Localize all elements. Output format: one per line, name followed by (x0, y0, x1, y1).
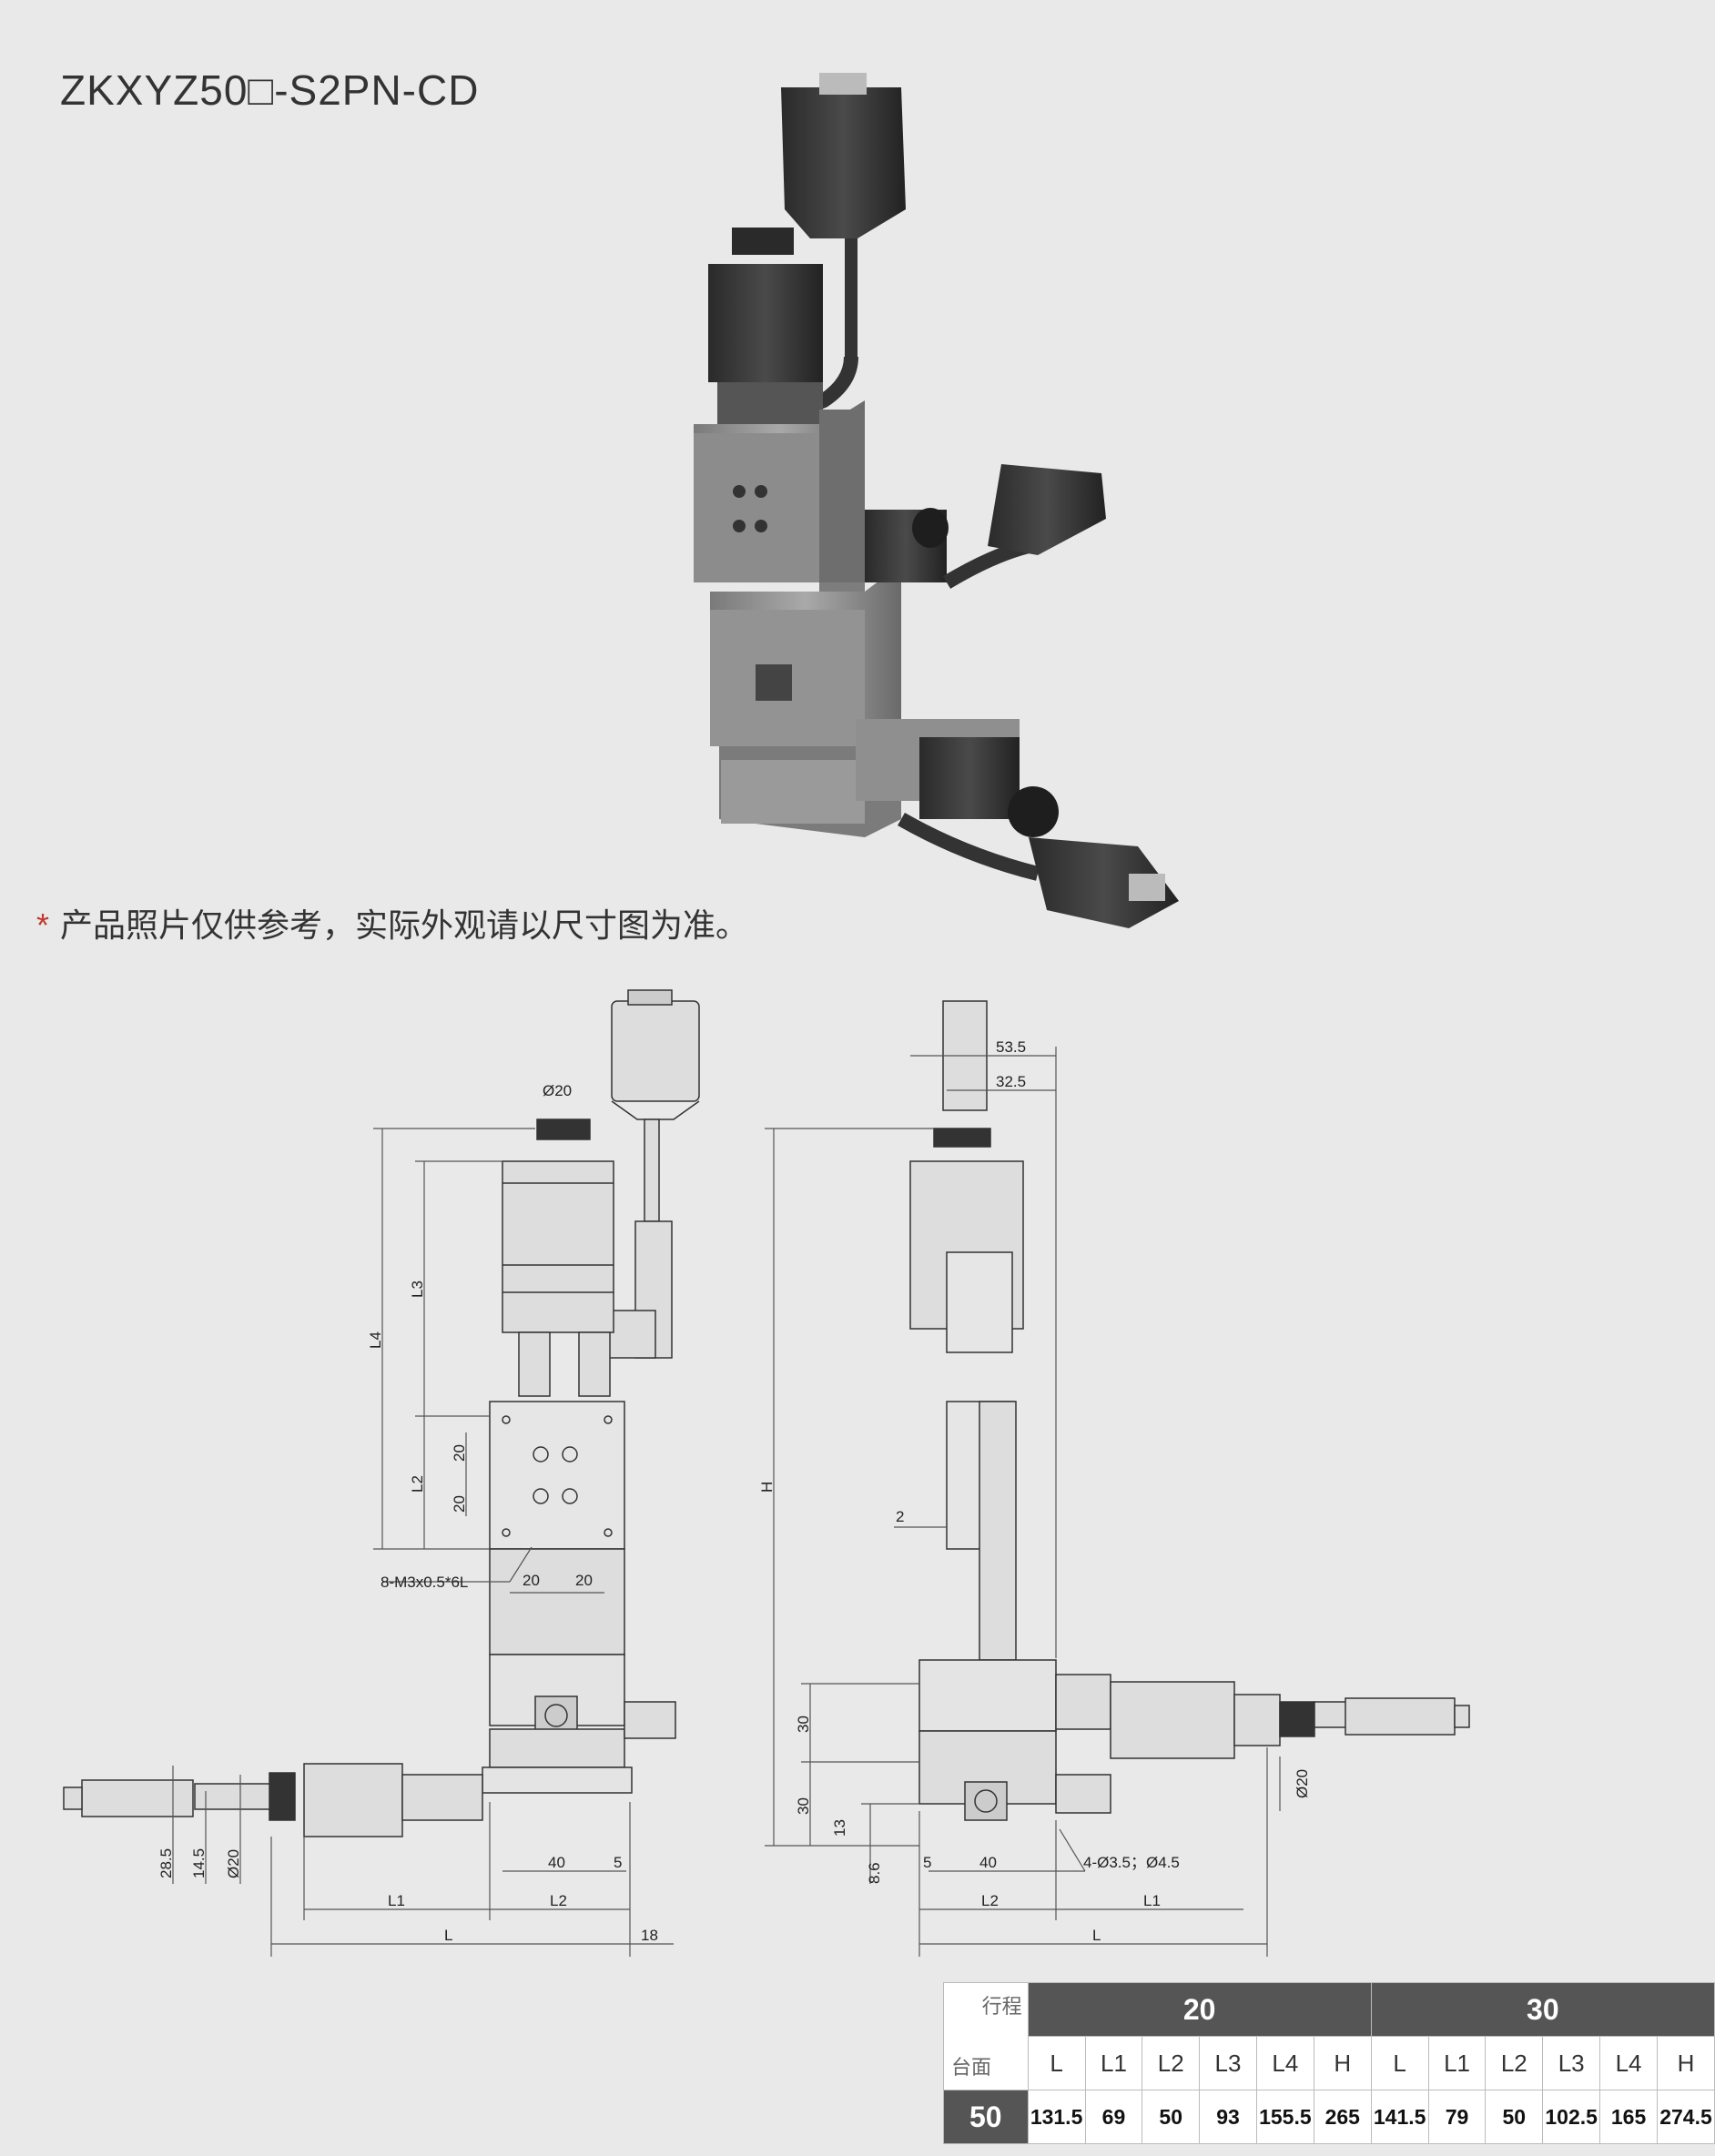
photo-disclaimer: *产品照片仅供参考，实际外观请以尺寸图为准。 (36, 906, 749, 944)
spec-cell: 165 (1599, 2090, 1658, 2144)
dim-front-L2: L2 (409, 1475, 426, 1493)
dim-side-dia20: Ø20 (1294, 1769, 1311, 1798)
spec-table: 行程 台面 20 30 L L1 L2 L3 L4 H L L1 L2 L3 L… (943, 1982, 1715, 2144)
dim-side-30b: 30 (795, 1797, 812, 1815)
dim-side-L: L (1092, 1927, 1101, 1944)
spec-cell: 155.5 (1255, 2090, 1314, 2144)
spec-cell: 131.5 (1027, 2090, 1086, 2144)
spec-col-header: L3 (1199, 2036, 1257, 2090)
dim-side-13: 13 (831, 1819, 848, 1837)
spec-cell: 93 (1199, 2090, 1257, 2144)
dim-side-8-6: 8.6 (866, 1862, 883, 1884)
dim-front-L2b: L2 (550, 1892, 567, 1909)
dim-front-L3: L3 (409, 1280, 426, 1298)
spec-stroke-20: 20 (1027, 1982, 1372, 2037)
dim-front-dia20-top: Ø20 (543, 1082, 572, 1099)
dim-front-28-5: 28.5 (157, 1848, 175, 1878)
dim-side-30a: 30 (795, 1716, 812, 1733)
spec-col-header: L4 (1255, 2036, 1314, 2090)
dim-side-53-5: 53.5 (996, 1038, 1026, 1056)
dim-front-w20b: 20 (575, 1572, 593, 1589)
dim-side-L2: L2 (981, 1892, 999, 1909)
spec-cell: 50 (1485, 2090, 1544, 2144)
dim-front-20a: 20 (451, 1444, 468, 1462)
spec-cell: 50 (1142, 2090, 1201, 2144)
table-row: 50 131.5 69 50 93 155.5 265 141.5 79 50 … (943, 2090, 1715, 2144)
spec-col-header: L4 (1599, 2036, 1658, 2090)
spec-table-size: 50 (943, 2090, 1029, 2144)
top-connector-icon (781, 73, 906, 417)
spec-cell: 265 (1313, 2090, 1372, 2144)
spec-col-header: L2 (1142, 2036, 1201, 2090)
spec-col-header: L (1370, 2036, 1429, 2090)
spec-cell: 79 (1427, 2090, 1487, 2144)
dim-side-hole-note: 4-Ø3.5；Ø4.5 (1083, 1854, 1180, 1871)
dim-front-w20a: 20 (523, 1572, 540, 1589)
dim-front-L4: L4 (367, 1331, 384, 1349)
spec-col-header: L1 (1427, 2036, 1487, 2090)
model-title: ZKXYZ50□-S2PN-CD (60, 66, 480, 114)
spec-col-header: L (1027, 2036, 1086, 2090)
dim-side-w5: 5 (923, 1854, 931, 1871)
front-view (63, 989, 700, 1957)
dim-front-w40: 40 (548, 1854, 565, 1871)
spec-col-header: L1 (1084, 2036, 1143, 2090)
x-motor-icon (856, 719, 1179, 928)
dim-side-32-5: 32.5 (996, 1073, 1026, 1090)
spec-stroke-30: 30 (1370, 1982, 1715, 2037)
spec-cell: 274.5 (1656, 2090, 1715, 2144)
spec-corner: 行程 台面 (943, 1982, 1029, 2090)
spec-cell: 69 (1084, 2090, 1143, 2144)
dim-front-w18: 18 (641, 1927, 658, 1944)
dim-front-14-5: 14.5 (190, 1848, 208, 1878)
side-view (765, 1000, 1470, 1957)
dim-front-dia20-side: Ø20 (225, 1849, 242, 1878)
z-motor-icon (708, 228, 823, 428)
dim-front-L1: L1 (388, 1892, 405, 1909)
spec-cell: 141.5 (1370, 2090, 1429, 2144)
dim-side-H: H (758, 1482, 776, 1493)
spec-col-header: L3 (1542, 2036, 1601, 2090)
dim-side-w40: 40 (979, 1854, 997, 1871)
dim-front-20b: 20 (451, 1495, 468, 1513)
dim-front-hole-note: 8-M3x0.5*6L (381, 1574, 468, 1591)
dim-front-L: L (444, 1927, 452, 1944)
spec-col-header: H (1656, 2036, 1715, 2090)
dim-front-w5: 5 (614, 1854, 622, 1871)
y-motor-icon (865, 464, 1106, 589)
dim-side-L1: L1 (1143, 1892, 1161, 1909)
spec-col-header: L2 (1485, 2036, 1544, 2090)
spec-col-header: H (1313, 2036, 1372, 2090)
dim-side-2: 2 (896, 1508, 904, 1525)
spec-cell: 102.5 (1542, 2090, 1601, 2144)
